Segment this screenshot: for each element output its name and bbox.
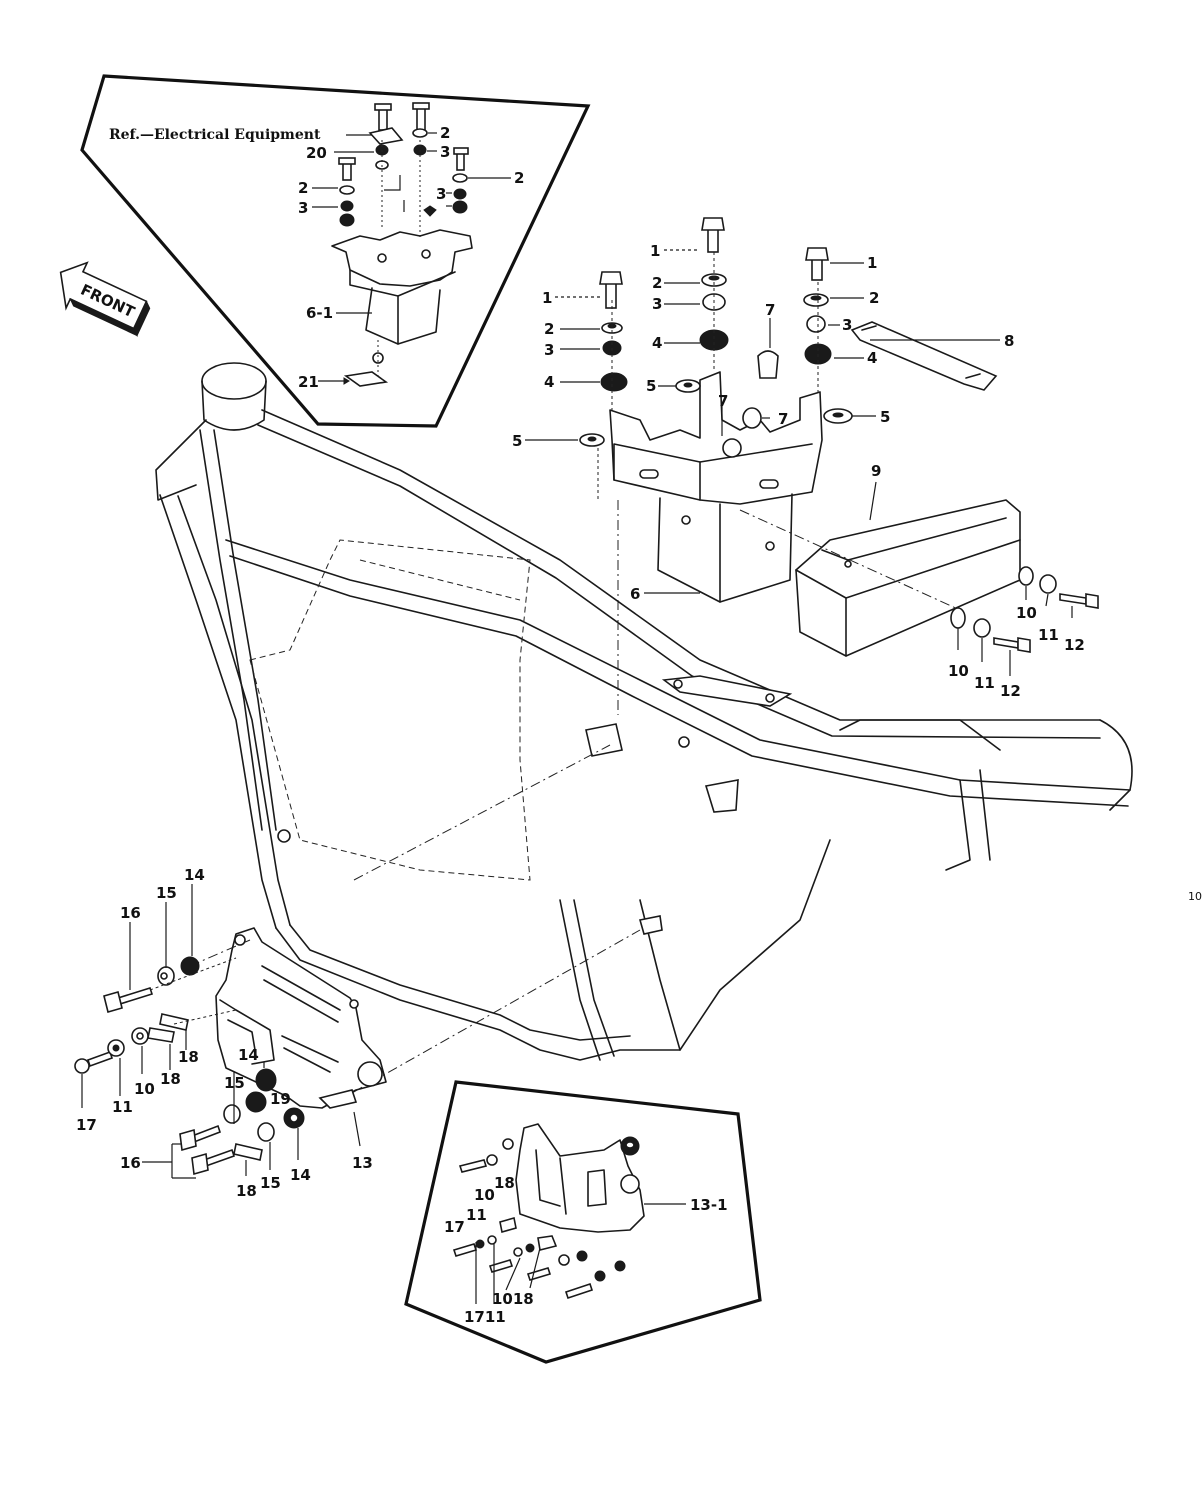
label-m-6: 6 xyxy=(630,585,640,603)
part-18a xyxy=(159,1013,189,1031)
label-l-18c: 18 xyxy=(236,1182,257,1200)
label-top-20: 20 xyxy=(306,144,327,162)
label-top-21: 21 xyxy=(298,373,319,391)
label-m-10a: 10 xyxy=(1016,604,1037,622)
label-m-5c: 5 xyxy=(880,408,890,426)
inset-top-variant: Ref.—Electrical Equipment xyxy=(80,74,591,428)
label-m-4b: 4 xyxy=(544,373,554,391)
label-m-5a: 5 xyxy=(646,377,656,395)
label-m-1a: 1 xyxy=(650,242,660,260)
label-l-19: 19 xyxy=(270,1090,291,1108)
label-l-15b: 15 xyxy=(224,1074,245,1092)
battery-case-9 xyxy=(795,499,1021,657)
label-l-15c: 15 xyxy=(260,1174,281,1192)
label-b-10: 10 xyxy=(474,1186,495,1204)
label-b-1018: 1018 xyxy=(492,1290,534,1308)
inset-bottom-variant xyxy=(404,1080,762,1364)
label-b-1711: 1711 xyxy=(464,1308,506,1326)
label-m-12b: 12 xyxy=(1000,682,1021,700)
label-top-6-1: 6-1 xyxy=(306,304,333,322)
label-l-18a: 18 xyxy=(178,1048,199,1066)
label-top-2a: 2 xyxy=(440,124,450,142)
label-m-4a: 4 xyxy=(652,334,662,352)
label-m-7c: 7 xyxy=(778,410,788,428)
label-m-11a: 11 xyxy=(1038,626,1059,644)
part-21-clip xyxy=(343,371,389,387)
label-top-3c: 3 xyxy=(436,185,446,203)
label-l-17: 17 xyxy=(76,1116,97,1134)
label-m-2c: 2 xyxy=(869,289,879,307)
label-m-12a: 12 xyxy=(1064,636,1085,654)
battery-strap-8 xyxy=(850,321,998,391)
label-m-1c: 1 xyxy=(867,254,877,272)
label-m-3c: 3 xyxy=(842,316,852,334)
label-m-11b: 11 xyxy=(974,674,995,692)
label-top-2c: 2 xyxy=(514,169,524,187)
label-top-2b: 2 xyxy=(298,179,308,197)
label-m-7b: 7 xyxy=(718,392,728,410)
label-b-18: 18 xyxy=(494,1174,515,1192)
label-l-14a: 14 xyxy=(184,866,205,884)
label-l-14b: 14 xyxy=(238,1046,259,1064)
label-top-3b: 3 xyxy=(298,199,308,217)
label-l-13: 13 xyxy=(352,1154,373,1172)
label-l-16a: 16 xyxy=(120,904,141,922)
label-l-11: 11 xyxy=(112,1098,133,1116)
label-top-3a: 3 xyxy=(440,143,450,161)
label-m-2b: 2 xyxy=(544,320,554,338)
label-m-2a: 2 xyxy=(652,274,662,292)
leaders-middle xyxy=(525,249,1073,676)
bracket-6-top xyxy=(609,371,823,505)
battery-bracket-assembly xyxy=(579,217,1099,657)
front-arrow-icon: FRONT xyxy=(59,261,151,337)
label-b-17: 17 xyxy=(444,1218,465,1236)
label-m-3b: 3 xyxy=(544,341,554,359)
motorcycle-frame xyxy=(155,362,1133,1103)
label-l-18b: 18 xyxy=(160,1070,181,1088)
edge-mark: 10 xyxy=(1188,890,1202,903)
bracket-6-1-top xyxy=(331,229,473,287)
ref-note-electrical: Ref.—Electrical Equipment xyxy=(109,127,321,143)
inset-bolts xyxy=(338,102,469,387)
label-m-1b: 1 xyxy=(542,289,552,307)
bracket-6-1-box xyxy=(365,287,441,345)
label-m-10b: 10 xyxy=(948,662,969,680)
inset-border-top xyxy=(80,74,591,428)
label-m-4c: 4 xyxy=(867,349,877,367)
label-m-9: 9 xyxy=(871,462,881,480)
label-l-16b: 16 xyxy=(120,1154,141,1172)
leaders-left xyxy=(81,884,361,1179)
label-l-14c: 14 xyxy=(290,1166,311,1184)
engine-mount-plate-13 xyxy=(74,927,387,1176)
label-b-11: 11 xyxy=(466,1206,487,1224)
label-m-7a: 7 xyxy=(765,301,775,319)
callout-labels: 2 20 3 2 2 3 3 6-1 21 1 1 1 2 2 2 3 3 3 … xyxy=(76,124,1202,1326)
label-m-8: 8 xyxy=(1004,332,1014,350)
label-b-13-1: 13-1 xyxy=(690,1196,728,1214)
label-m-5b: 5 xyxy=(512,432,522,450)
label-m-3a: 3 xyxy=(652,295,662,313)
inset-border-bottom xyxy=(404,1080,762,1364)
label-l-10: 10 xyxy=(134,1080,155,1098)
label-l-15a: 15 xyxy=(156,884,177,902)
